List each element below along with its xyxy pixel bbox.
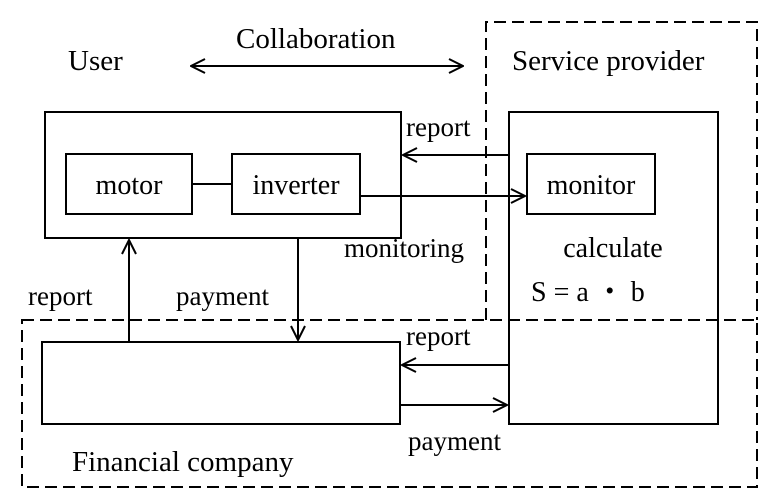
financial-company-boundary [21, 319, 758, 488]
report-right-label: report [406, 321, 471, 351]
user-label: User [68, 45, 123, 77]
user-box [44, 111, 402, 239]
collaboration-label: Collaboration [236, 23, 396, 55]
calculate-label: calculate [563, 233, 662, 264]
inverter-label: inverter [252, 170, 340, 201]
service-provider-label: Service provider [512, 45, 705, 77]
report-left-label: report [28, 281, 93, 311]
report-top-label: report [406, 112, 471, 142]
monitoring-label: monitoring [344, 233, 464, 263]
financial-company-box [41, 341, 401, 425]
monitor-label: monitor [547, 170, 636, 201]
payment-mid-label: payment [176, 281, 269, 311]
payment-bottom-label: payment [408, 426, 501, 456]
motor-label: motor [96, 170, 164, 201]
financial-company-label: Financial company [72, 446, 294, 478]
service-provider-box [508, 111, 719, 425]
monitor-box [526, 153, 656, 215]
formula-label: S = a ・ b [531, 277, 645, 308]
service-provider-boundary [485, 21, 758, 320]
